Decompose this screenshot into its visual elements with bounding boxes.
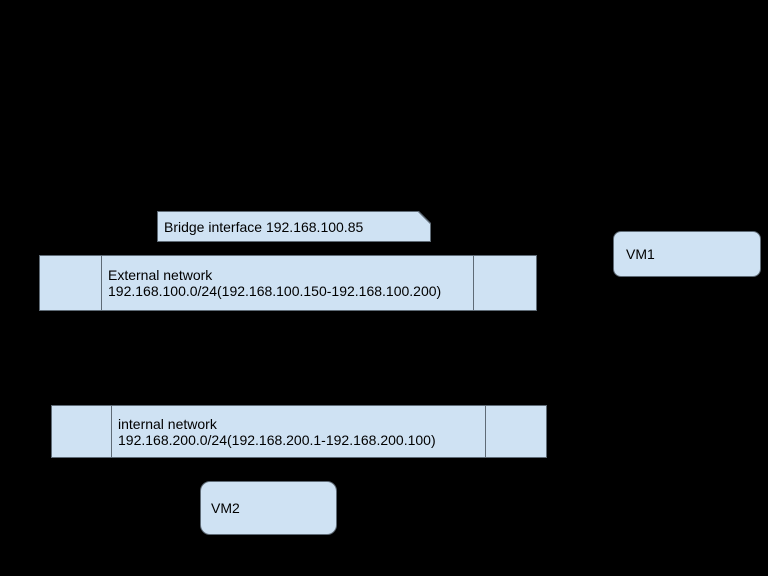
bridge-interface-note: Bridge interface 192.168.100.85 — [157, 211, 431, 242]
bridge-interface-note-fill: Bridge interface 192.168.100.85 — [158, 212, 430, 241]
external-network-cidr: 192.168.100.0/24(192.168.100.150-192.168… — [108, 283, 442, 299]
internal-network-box: internal network 192.168.200.0/24(192.16… — [51, 405, 547, 458]
external-network-box: External network 192.168.100.0/24(192.16… — [39, 255, 537, 311]
internal-network-body: internal network 192.168.200.0/24(192.16… — [112, 406, 485, 457]
internal-network-cidr: 192.168.200.0/24(192.168.200.1-192.168.2… — [118, 431, 436, 448]
external-network-right-port — [473, 256, 536, 310]
external-network-body: External network 192.168.100.0/24(192.16… — [102, 256, 473, 310]
internal-network-left-port — [52, 406, 112, 457]
vm2-node: VM2 — [200, 481, 337, 535]
internal-network-right-port — [485, 406, 546, 457]
vm1-node: VM1 — [613, 231, 761, 277]
external-network-left-port — [40, 256, 102, 310]
vm1-label: VM1 — [626, 246, 655, 262]
external-network-title: External network — [108, 267, 213, 283]
bridge-interface-label: Bridge interface 192.168.100.85 — [164, 218, 364, 235]
internal-network-title: internal network — [118, 415, 217, 432]
vm2-label: VM2 — [211, 500, 240, 516]
